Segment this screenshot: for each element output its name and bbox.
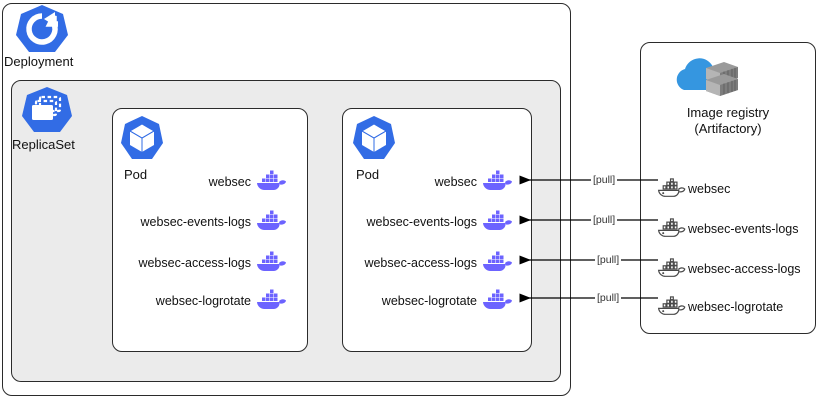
container-label: websec <box>208 175 251 189</box>
docker-whale-outline-icon <box>657 218 686 237</box>
image-registry-container[interactable]: websec websec-events-logs <box>640 42 816 334</box>
kubernetes-replicaset-icon <box>22 87 72 132</box>
docker-whale-icon <box>257 289 286 310</box>
registry-image-row-0[interactable]: websec <box>656 175 730 203</box>
kubernetes-deployment-icon <box>16 5 68 52</box>
registry-image-row-3[interactable]: websec-logrotate <box>656 293 783 321</box>
docker-whale-icon <box>257 210 286 231</box>
container-label: websec-logrotate <box>381 294 477 308</box>
kubernetes-pod-icon <box>353 116 395 159</box>
container-label: websec <box>434 175 477 189</box>
pull-arrow-label-3: [pull] <box>595 292 622 304</box>
container-label: websec-events-logs <box>366 215 477 229</box>
image-registry-title: Image registry (Artifactory) <box>640 105 816 137</box>
pod-1-container-row-1[interactable]: websec-events-logs <box>141 207 287 237</box>
container-label: websec-access-logs <box>364 256 477 270</box>
image-registry-title-line1: Image registry <box>686 105 770 120</box>
pod-2-container-row-3[interactable]: websec-logrotate <box>382 286 513 316</box>
pod-label-2: Pod <box>356 167 380 182</box>
registry-image-label: websec-access-logs <box>688 262 801 276</box>
pod-2-container-row-1[interactable]: websec-events-logs <box>367 207 513 237</box>
registry-image-row-2[interactable]: websec-access-logs <box>656 255 801 283</box>
docker-whale-icon <box>483 289 512 310</box>
pod-2-container-row-0[interactable]: websec <box>435 167 513 197</box>
pod-1-container-row-2[interactable]: websec-access-logs <box>138 248 287 278</box>
docker-whale-outline-icon <box>657 258 686 277</box>
docker-whale-icon <box>257 251 286 272</box>
docker-whale-icon <box>257 170 286 191</box>
container-label: websec-events-logs <box>140 215 251 229</box>
registry-image-row-1[interactable]: websec-events-logs <box>656 215 798 243</box>
registry-image-label: websec-logrotate <box>688 300 784 314</box>
docker-whale-icon <box>483 251 512 272</box>
pod-1-container-row-3[interactable]: websec-logrotate <box>156 286 287 316</box>
pull-arrow-label-1: [pull] <box>591 214 618 226</box>
cloud-image-registry-icon <box>676 58 738 96</box>
pull-arrow-label-2: [pull] <box>595 254 622 266</box>
docker-whale-icon <box>483 210 512 231</box>
image-registry-title-line2: (Artifactory) <box>694 121 762 136</box>
pod-label-1: Pod <box>124 167 148 182</box>
docker-whale-icon <box>483 170 512 191</box>
replicaset-label: ReplicaSet <box>12 137 75 152</box>
docker-whale-outline-icon <box>657 296 686 315</box>
docker-whale-outline-icon <box>657 178 686 197</box>
pod-2-container-row-2[interactable]: websec-access-logs <box>364 248 513 278</box>
container-label: websec-logrotate <box>155 294 251 308</box>
pull-arrow-label-0: [pull] <box>591 174 618 186</box>
registry-image-label: websec-events-logs <box>688 222 799 236</box>
registry-image-label: websec <box>688 182 731 196</box>
kubernetes-pod-icon <box>121 116 163 159</box>
container-label: websec-access-logs <box>138 256 251 270</box>
deployment-label: Deployment <box>4 54 74 69</box>
pod-1-container-row-0[interactable]: websec <box>209 167 287 197</box>
